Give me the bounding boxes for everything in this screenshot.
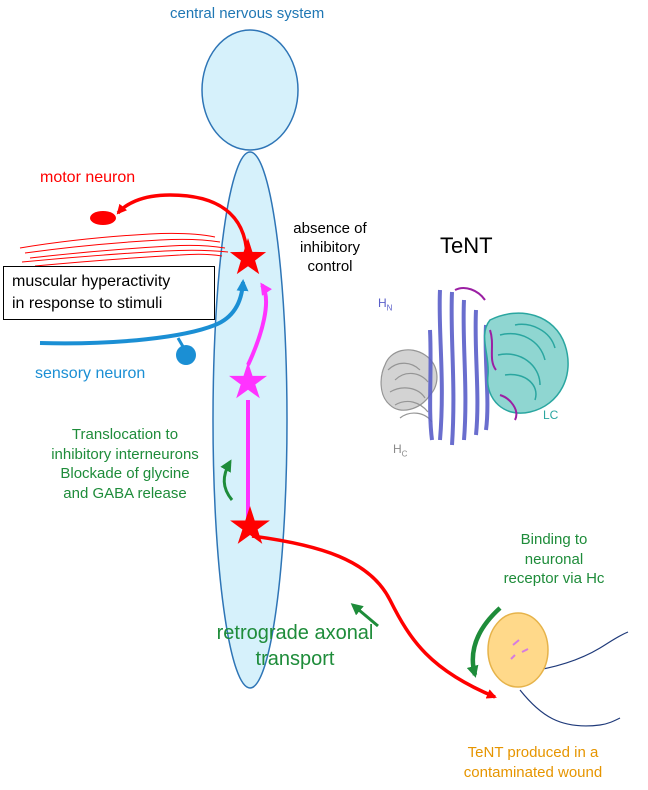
tent-title: TeNT xyxy=(440,233,493,258)
binding-label: Binding to neuronal receptor via Hc xyxy=(503,531,605,587)
sensory-neuron-label: sensory neuron xyxy=(35,365,146,382)
nerve-fiber-upper xyxy=(524,631,629,673)
toxin-mark-2 xyxy=(521,648,529,653)
translocation-arrow xyxy=(220,459,234,501)
motor-neuron-label: motor neuron xyxy=(40,169,136,186)
sensory-ganglion xyxy=(176,345,196,365)
lc-domain xyxy=(483,312,569,414)
inhibitory-star-icon xyxy=(229,362,267,399)
lc-domain-label: LC xyxy=(543,408,559,422)
linker-loops xyxy=(454,287,518,421)
tent-produced-label: TeNT produced in a contaminated wound xyxy=(463,744,603,781)
binding-arrow xyxy=(466,606,502,678)
hn-domain-label: HN xyxy=(378,296,392,312)
hc-sub: C xyxy=(401,449,408,459)
hn-sub: N xyxy=(386,303,393,313)
box-line-1: muscular hyperactivity xyxy=(12,273,171,290)
wound-bacterium xyxy=(487,612,549,688)
toxin-mark-1 xyxy=(512,639,520,646)
retrograde-path xyxy=(251,534,497,699)
protein-structure-icon xyxy=(380,287,569,446)
motor-star-icon xyxy=(229,238,267,275)
muscle-icon xyxy=(19,232,229,267)
entry-star-icon xyxy=(230,506,270,544)
toxin-mark-3 xyxy=(510,654,516,660)
retrograde-direction-arrow xyxy=(350,603,379,628)
motor-neuron-axon xyxy=(116,193,249,256)
cns-label: central nervous system xyxy=(170,5,325,22)
hn-main: H xyxy=(378,296,387,310)
inhibitory-arrow xyxy=(246,282,272,366)
hn-domain xyxy=(428,289,490,446)
box-line-2: in response to stimuli xyxy=(12,294,163,312)
translocation-label: Translocation to inhibitory interneurons… xyxy=(51,426,199,502)
absence-of-inhibitory-control-label: absence of inhibitory control xyxy=(293,220,367,275)
nerve-fiber-lower xyxy=(519,689,621,727)
brain-shape xyxy=(201,29,299,151)
hc-main: H xyxy=(393,442,402,456)
sensory-neuron-axon xyxy=(39,279,249,346)
motor-end-plate xyxy=(90,211,116,225)
hc-domain-label: HC xyxy=(393,442,407,458)
muscular-hyperactivity-box: muscular hyperactivity in response to st… xyxy=(3,266,215,320)
retrograde-transport-label: retrograde axonal transport xyxy=(216,622,374,670)
